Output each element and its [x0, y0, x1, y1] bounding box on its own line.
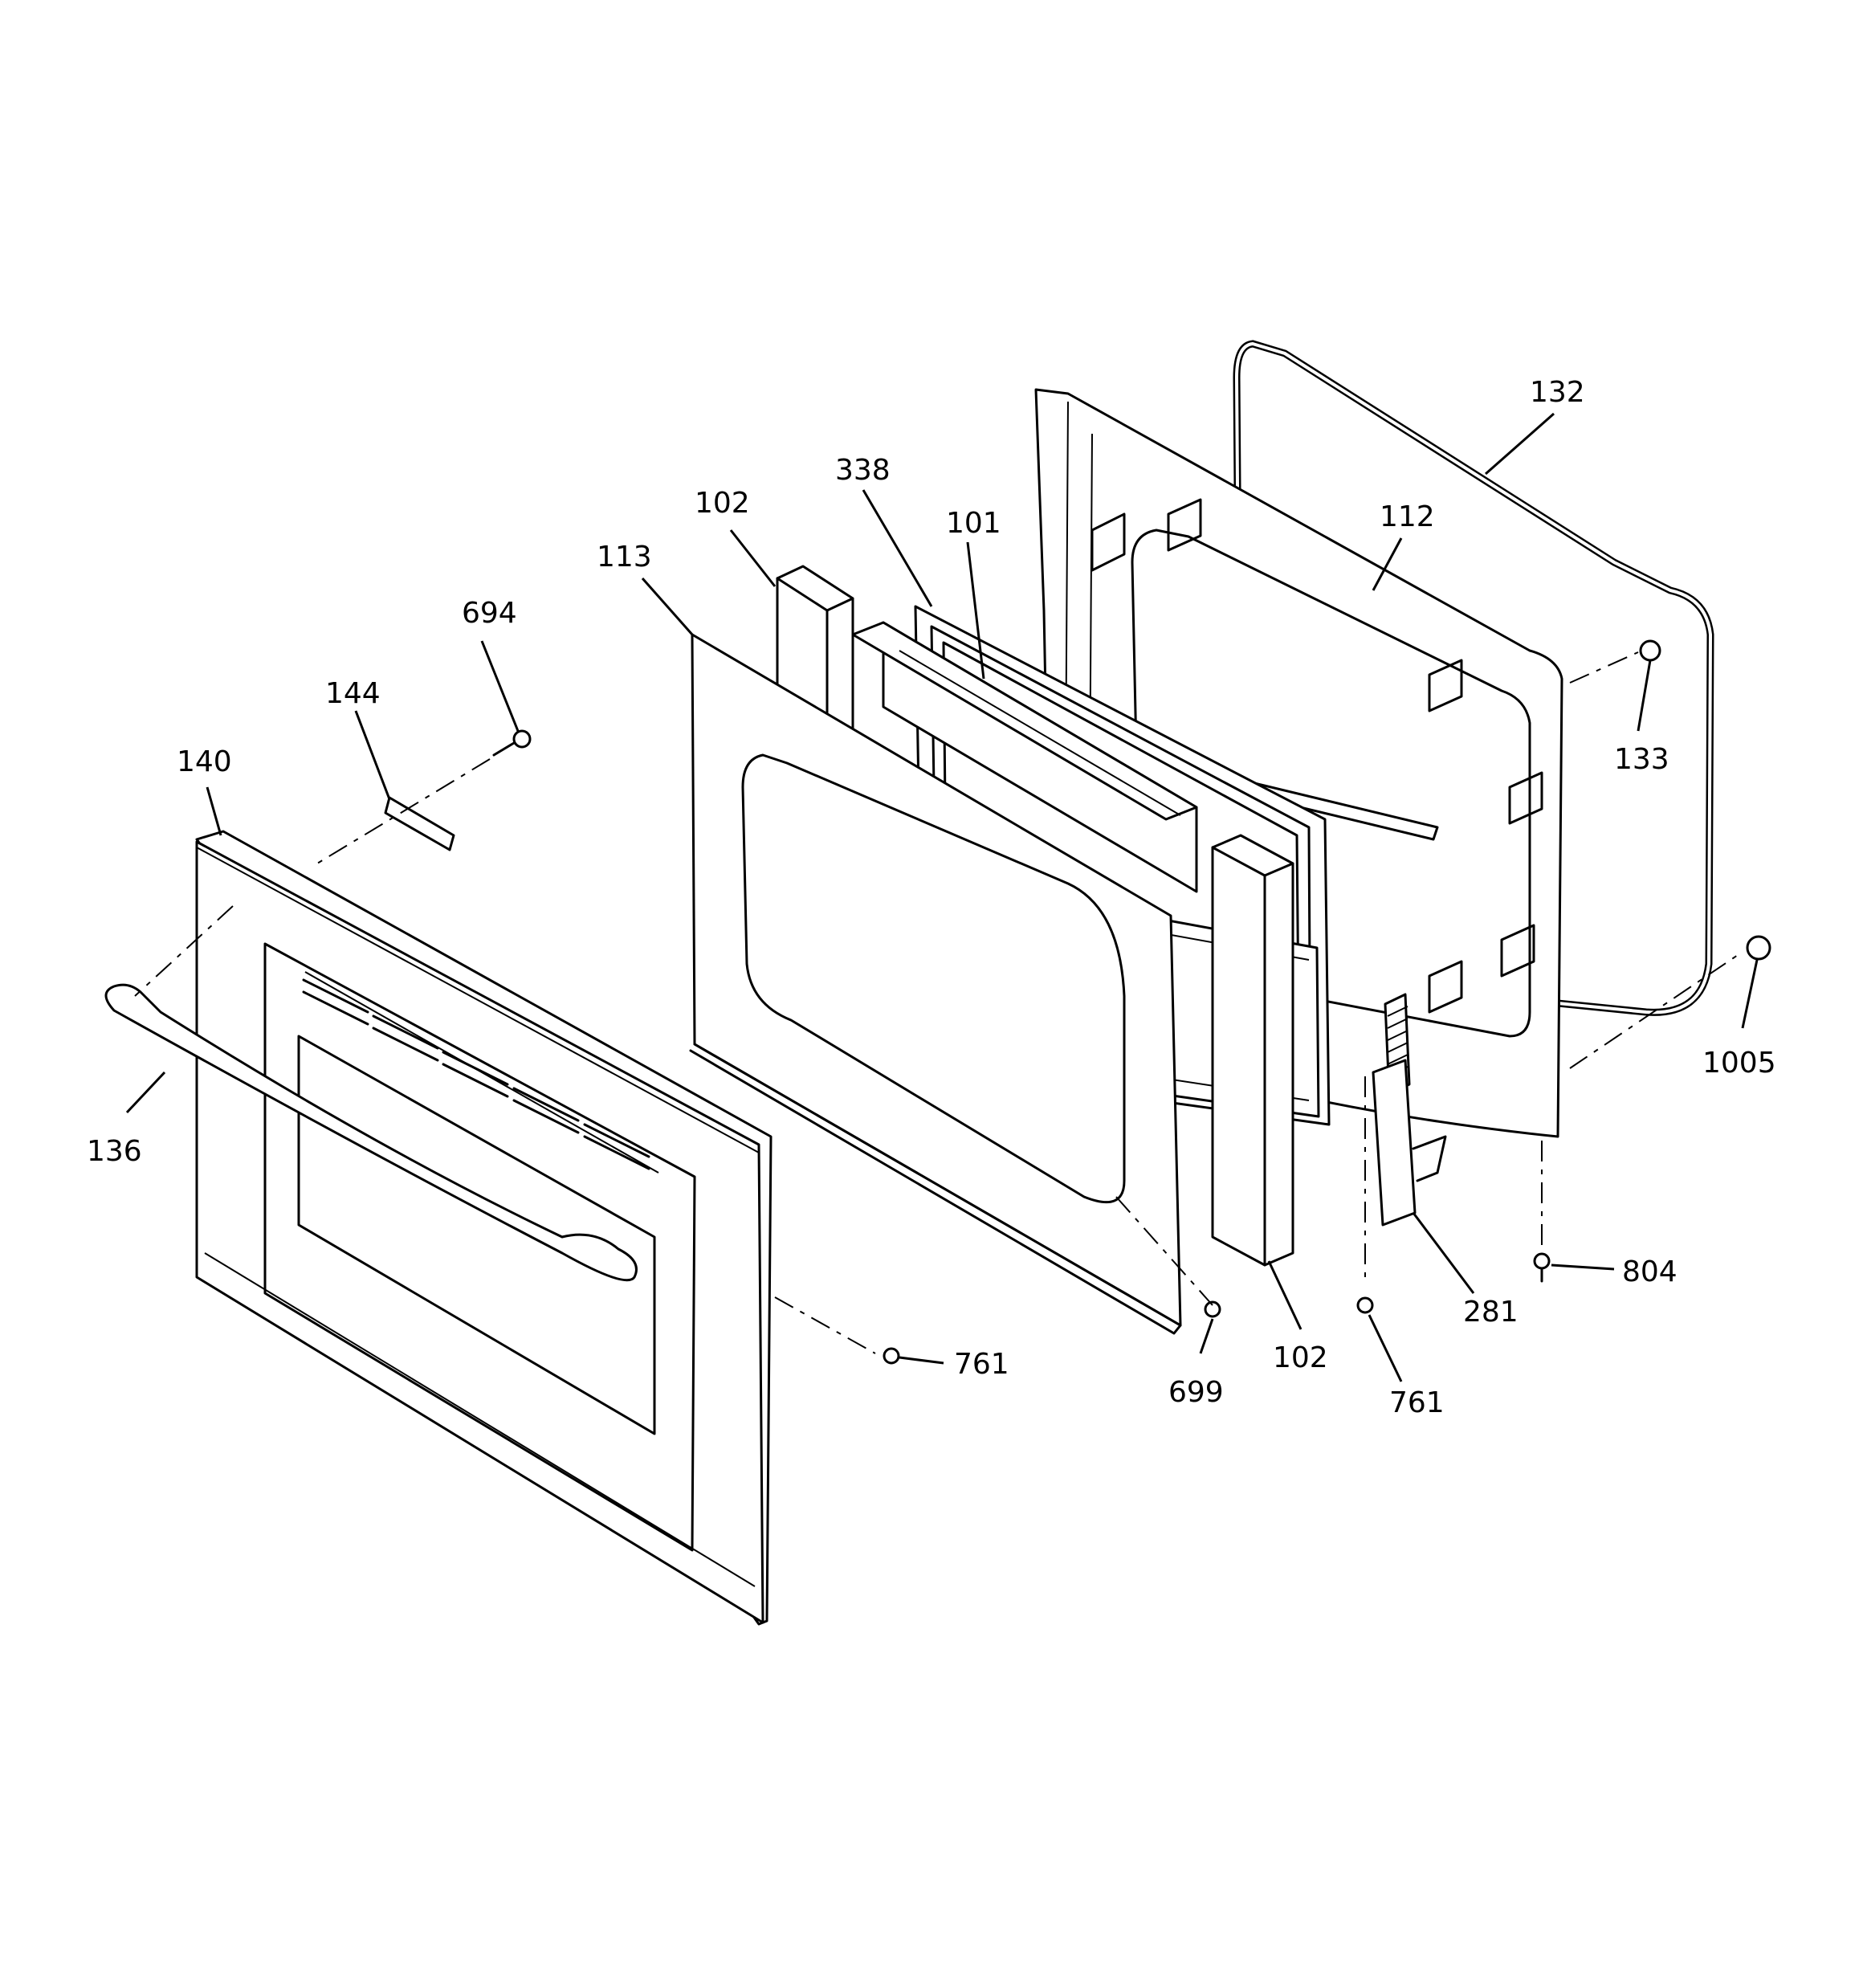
callout-112: 112 [1380, 500, 1435, 533]
door-frame-part [689, 633, 1182, 1335]
screw-133-icon [1639, 639, 1661, 662]
callout-804: 804 [1622, 1255, 1678, 1288]
callout-labels: 132 112 338 101 102 113 694 144 140 133 … [87, 376, 1776, 1419]
screw-699-icon [1204, 1300, 1221, 1318]
callout-144: 144 [325, 677, 381, 710]
callout-113: 113 [597, 541, 652, 574]
leader-lines [125, 412, 1759, 1382]
hinge-part [1372, 993, 1447, 1227]
screw-694-icon [492, 729, 532, 757]
door-handle-part [104, 983, 638, 1282]
outer-door-panel-part [195, 830, 773, 1626]
callout-102-top: 102 [695, 487, 750, 520]
callout-101: 101 [946, 507, 1001, 540]
callout-699: 699 [1168, 1376, 1224, 1409]
door-vents [302, 978, 650, 1170]
callout-338: 338 [835, 454, 891, 487]
callout-761-left: 761 [954, 1348, 1009, 1381]
callout-761-right: 761 [1389, 1386, 1445, 1419]
screw-1005-icon [1746, 935, 1771, 961]
screw-804-icon [1533, 1252, 1551, 1283]
callout-102-bottom: 102 [1273, 1341, 1328, 1374]
callout-133: 133 [1614, 743, 1669, 776]
door-glass-part [851, 621, 1198, 893]
insulation-right-part [1211, 834, 1294, 1267]
callout-132: 132 [1530, 376, 1585, 409]
callout-140: 140 [177, 745, 232, 778]
callout-136: 136 [87, 1135, 142, 1168]
screw-761a-icon [883, 1347, 900, 1365]
callout-694: 694 [462, 597, 517, 630]
callout-1005: 1005 [1702, 1047, 1776, 1080]
callout-281: 281 [1463, 1296, 1519, 1329]
screw-761b-icon [1356, 1296, 1374, 1314]
alignment-lines [134, 651, 1743, 1354]
trim-strip-part [384, 796, 455, 851]
